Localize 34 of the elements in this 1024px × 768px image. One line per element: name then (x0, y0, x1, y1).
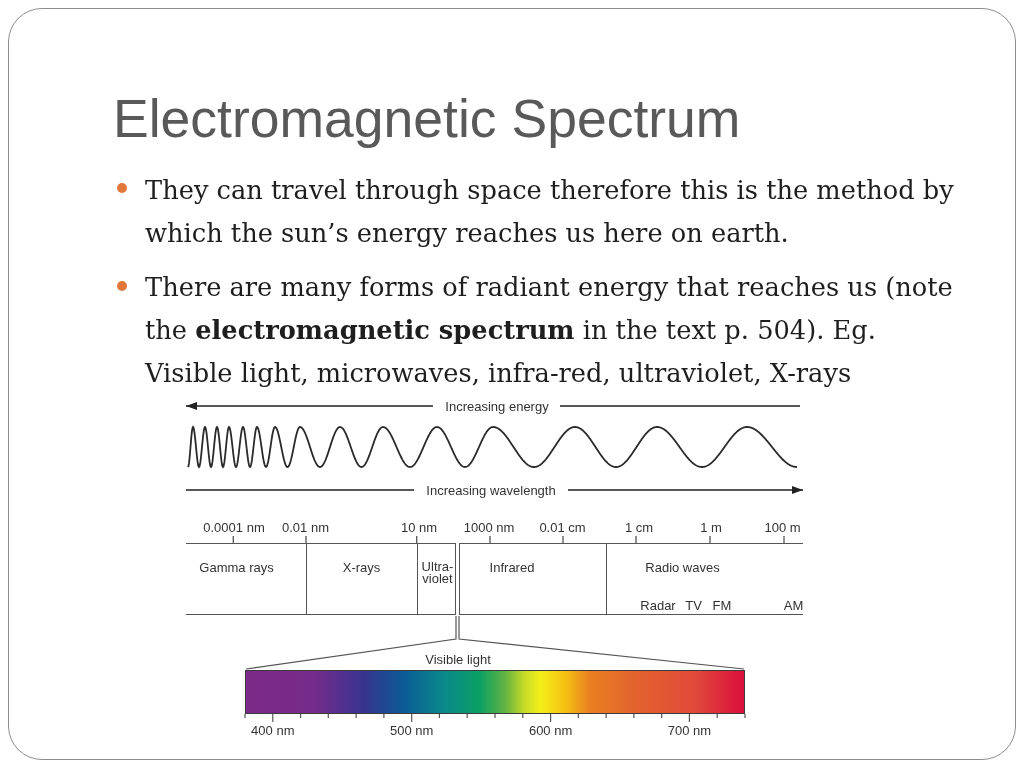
spectrum-band (606, 543, 803, 615)
bullet-text: They can travel through space therefore this is the method by which the sun’s energy reaches us here on earth. (145, 173, 955, 250)
bullet-text: There are many forms of radiant energy that reaches us (note the electromagnetic spectrum in the text p. 504). Eg. Visible light, microwaves, infra-red, ultraviolet, X-rays (145, 270, 954, 390)
scale-label: 700 nm (667, 722, 712, 738)
scale-label: 1 m (700, 519, 722, 535)
sub-band-label: AM (783, 597, 804, 613)
band-label: Gamma rays (199, 559, 274, 575)
band-label: Radio waves (645, 559, 720, 575)
zoom-lines (245, 615, 745, 670)
band-label: Visible light (425, 651, 491, 667)
scale-label: 600 nm (528, 722, 573, 738)
sub-band-label: FM (712, 597, 732, 613)
spectrum-band (460, 543, 606, 615)
scale-label: 1000 nm (463, 519, 515, 535)
scale-label: 0.0001 nm (203, 519, 265, 535)
spectrum-band (306, 543, 417, 615)
visible-light-band (455, 543, 460, 615)
direction-label: Increasing energy (445, 398, 549, 414)
scale-label: 0.01 nm (282, 519, 329, 535)
sub-band-label: Radar (640, 597, 676, 613)
scale-label: 100 m (764, 519, 801, 535)
scale-label: 500 nm (390, 722, 434, 738)
band-label: Infrared (489, 559, 535, 575)
scale-label: 10 nm (400, 519, 438, 535)
scale-label: 1 cm (624, 519, 654, 535)
scale-label: 0.01 cm (539, 519, 586, 535)
band-label: X-rays (342, 559, 381, 575)
sub-band-label: TV (685, 597, 702, 613)
visible-spectrum-bar (245, 670, 745, 714)
scale-label: 400 nm (251, 722, 295, 738)
spectrum-band (417, 543, 455, 615)
spectrum-band (186, 543, 306, 615)
direction-label: Increasing wavelength (426, 482, 556, 498)
band-label: Ultra- violet (420, 561, 455, 585)
